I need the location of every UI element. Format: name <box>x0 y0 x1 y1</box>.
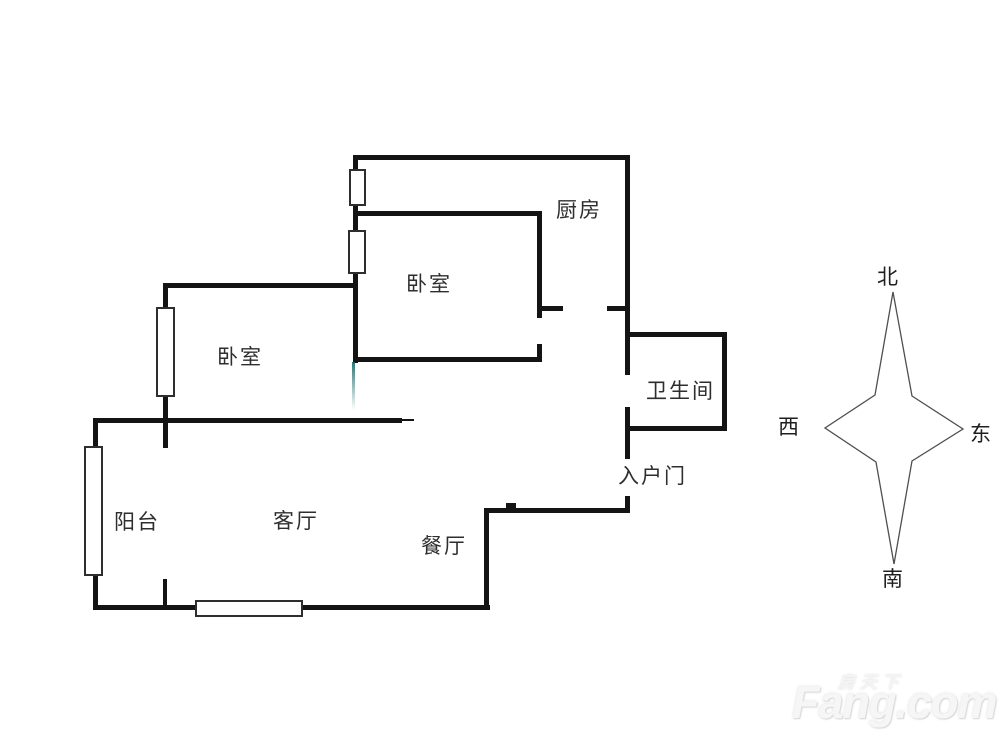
wall-balcony-left-upper <box>93 418 98 455</box>
wall-corridor-right-upper <box>625 155 630 375</box>
window-symbol-kitchen-lower <box>348 230 366 274</box>
wall-bedroom-right-top <box>356 211 540 216</box>
fang-watermark-en-text: Fang.com <box>792 677 998 728</box>
wall-dining-step <box>484 508 489 607</box>
wall-divider-taper <box>400 419 414 421</box>
wall-entry-hinge-nub <box>506 503 516 509</box>
wall-bathroom-top <box>627 332 727 337</box>
compass-south-label: 南 <box>882 568 903 591</box>
compass-east-label: 东 <box>970 423 991 446</box>
wall-corridor-right-mid <box>625 407 630 459</box>
room-label-balcony: 阳台 <box>114 511 160 534</box>
room-label-dining-room: 餐厅 <box>421 535 467 558</box>
door-swing-mark <box>352 362 355 410</box>
room-label-bedroom-left: 卧室 <box>217 346 263 369</box>
window-symbol-bedroom-left <box>156 307 175 397</box>
wall-entry-bottom <box>484 508 629 513</box>
wall-balcony-left-lower <box>93 571 98 610</box>
room-label-entry-door: 入户门 <box>618 465 687 488</box>
fang-watermark-cn-text: 房天下 <box>838 673 904 692</box>
wall-bathroom-right <box>722 332 727 431</box>
fang-watermark: 房天下 Fang.com <box>790 656 1000 750</box>
room-label-bathroom: 卫生间 <box>646 380 715 403</box>
wall-kitchen-top <box>353 155 630 160</box>
room-label-living-room: 客厅 <box>273 510 319 533</box>
window-symbol-balcony <box>84 446 103 576</box>
wall-balcony-living-stub <box>163 579 167 607</box>
wall-bedroom-right-right-upper <box>537 211 542 318</box>
wall-bedroom-right-right-lower <box>537 344 542 360</box>
compass-star-icon <box>823 291 965 565</box>
window-symbol-kitchen-upper <box>349 169 366 206</box>
compass-north-label: 北 <box>877 266 898 289</box>
window-symbol-living-room <box>195 600 303 617</box>
wall-kitchen-bottom-left-stub <box>540 306 563 311</box>
wall-kitchen-bottom-right-stub <box>607 306 629 311</box>
room-label-kitchen: 厨房 <box>556 199 602 222</box>
room-label-bedroom-right: 卧室 <box>406 273 452 296</box>
wall-living-bedroom-divider <box>93 418 402 423</box>
compass-west-label: 西 <box>778 416 799 439</box>
wall-bedroom-left-top <box>164 283 358 288</box>
wall-corridor-right-lower <box>625 496 630 513</box>
wall-bathroom-bottom <box>627 426 727 431</box>
wall-bedroom-right-bottom <box>353 357 542 362</box>
